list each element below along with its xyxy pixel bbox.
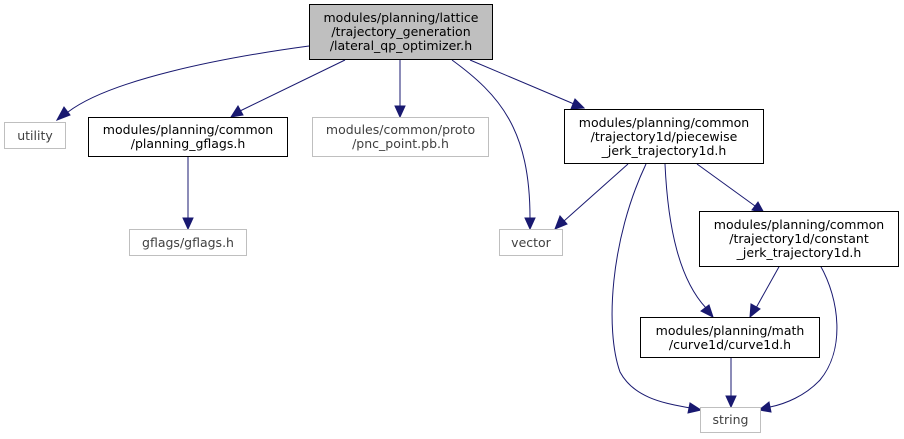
node-vector: vector — [499, 229, 563, 256]
node-curve1d-header[interactable]: modules/planning/math /curve1d/curve1d.h — [640, 317, 820, 358]
edge-root-piecewise-arrowhead — [570, 98, 586, 110]
node-constant-jerk-trajectory1d-header[interactable]: modules/planning/common /trajectory1d/co… — [699, 211, 899, 267]
node-gflags-header: gflags/gflags.h — [129, 229, 247, 256]
edge-piecewise-string-arrowhead — [687, 402, 703, 414]
edge-root-piecewise — [469, 59, 575, 105]
edge-planning-gflags-gflags-arrowhead — [182, 217, 194, 231]
node-planning-gflags-header[interactable]: modules/planning/common /planning_gflags… — [88, 117, 288, 157]
edge-root-pnc-point-arrowhead — [394, 105, 406, 119]
edge-piecewise-vector-arrowhead — [554, 215, 568, 230]
edge-piecewise-curve1d — [664, 163, 707, 309]
node-lateral-qp-optimizer-header: modules/planning/lattice /trajectory_gen… — [309, 4, 493, 60]
edge-constant-string-arrowhead — [757, 401, 772, 413]
edge-constant-string — [769, 264, 838, 408]
edge-root-vector — [451, 59, 531, 219]
node-piecewise-jerk-trajectory1d-header[interactable]: modules/planning/common /trajectory1d/pi… — [564, 109, 764, 164]
edge-root-utility — [67, 45, 310, 113]
node-utility: utility — [4, 122, 66, 149]
edge-piecewise-constant — [696, 163, 756, 207]
edge-root-vector-arrowhead — [524, 217, 536, 231]
edge-piecewise-string — [611, 163, 691, 409]
edge-root-utility-arrowhead — [55, 106, 71, 121]
edge-piecewise-curve1d-arrowhead — [700, 304, 714, 318]
node-pnc-point-header: modules/common/proto /pnc_point.pb.h — [312, 117, 489, 157]
edge-root-planning-gflags — [239, 59, 346, 112]
edge-root-planning-gflags-arrowhead — [229, 105, 244, 118]
edge-curve1d-string-arrowhead — [725, 395, 737, 409]
edge-constant-curve1d-arrowhead — [749, 303, 761, 319]
node-string: string — [700, 407, 761, 433]
edge-piecewise-vector — [563, 163, 629, 222]
edge-constant-curve1d — [755, 264, 781, 309]
